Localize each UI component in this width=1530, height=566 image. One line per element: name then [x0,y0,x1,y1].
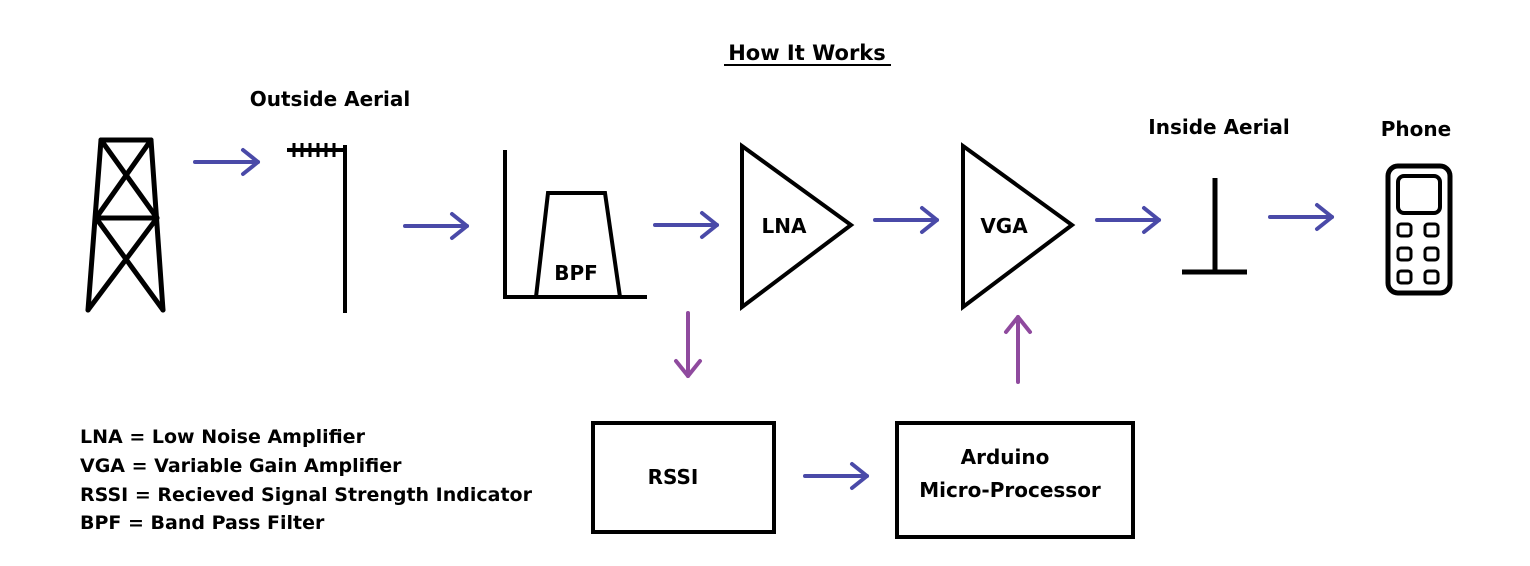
arrow-inside-aerial-to-phone [1268,203,1334,231]
arrow-rssi-to-arduino [803,462,869,490]
legend-item-bpf: BPF = Band Pass Filter [80,512,325,534]
vga-amplifier-triangle [961,142,1076,312]
arrow-vga-to-inside-aerial [1095,206,1161,234]
cell-tower-icon [85,137,166,313]
arrow-lna-to-vga [873,206,939,234]
arrow-lna-to-rssi [674,311,702,378]
legend-item-lna: LNA = Low Noise Amplifier [80,426,366,448]
arrow-bpf-to-lna [653,211,719,239]
arduino-label-line1: Arduino [961,445,1050,469]
inside-aerial-icon [1182,178,1247,275]
outside-aerial-icon [287,143,347,313]
phone-icon [1385,163,1453,296]
band-pass-filter-icon [503,150,647,299]
arduino-label-line2: Micro-Processor [919,478,1101,502]
arrow-arduino-to-vga [1004,315,1032,384]
phone-label: Phone [1381,117,1451,141]
legend-item-rssi: RSSI = Recieved Signal Strength Indicato… [80,484,533,506]
rssi-label: RSSI [648,465,699,489]
abbreviation-legend: LNA = Low Noise Amplifier VGA = Variable… [80,426,533,534]
vga-label: VGA [980,214,1028,238]
diagram-title: How It Works [728,41,886,65]
legend-item-vga: VGA = Variable Gain Amplifier [80,455,402,477]
bpf-label: BPF [554,261,598,285]
lna-amplifier-triangle [740,142,855,312]
lna-label: LNA [762,214,807,238]
inside-aerial-label: Inside Aerial [1148,115,1289,139]
arrow-tower-to-outside-aerial [193,148,260,176]
outside-aerial-label: Outside Aerial [250,87,411,111]
arduino-box [895,421,1135,539]
arrow-outside-aerial-to-bpf [403,212,469,240]
rssi-box [591,421,776,534]
